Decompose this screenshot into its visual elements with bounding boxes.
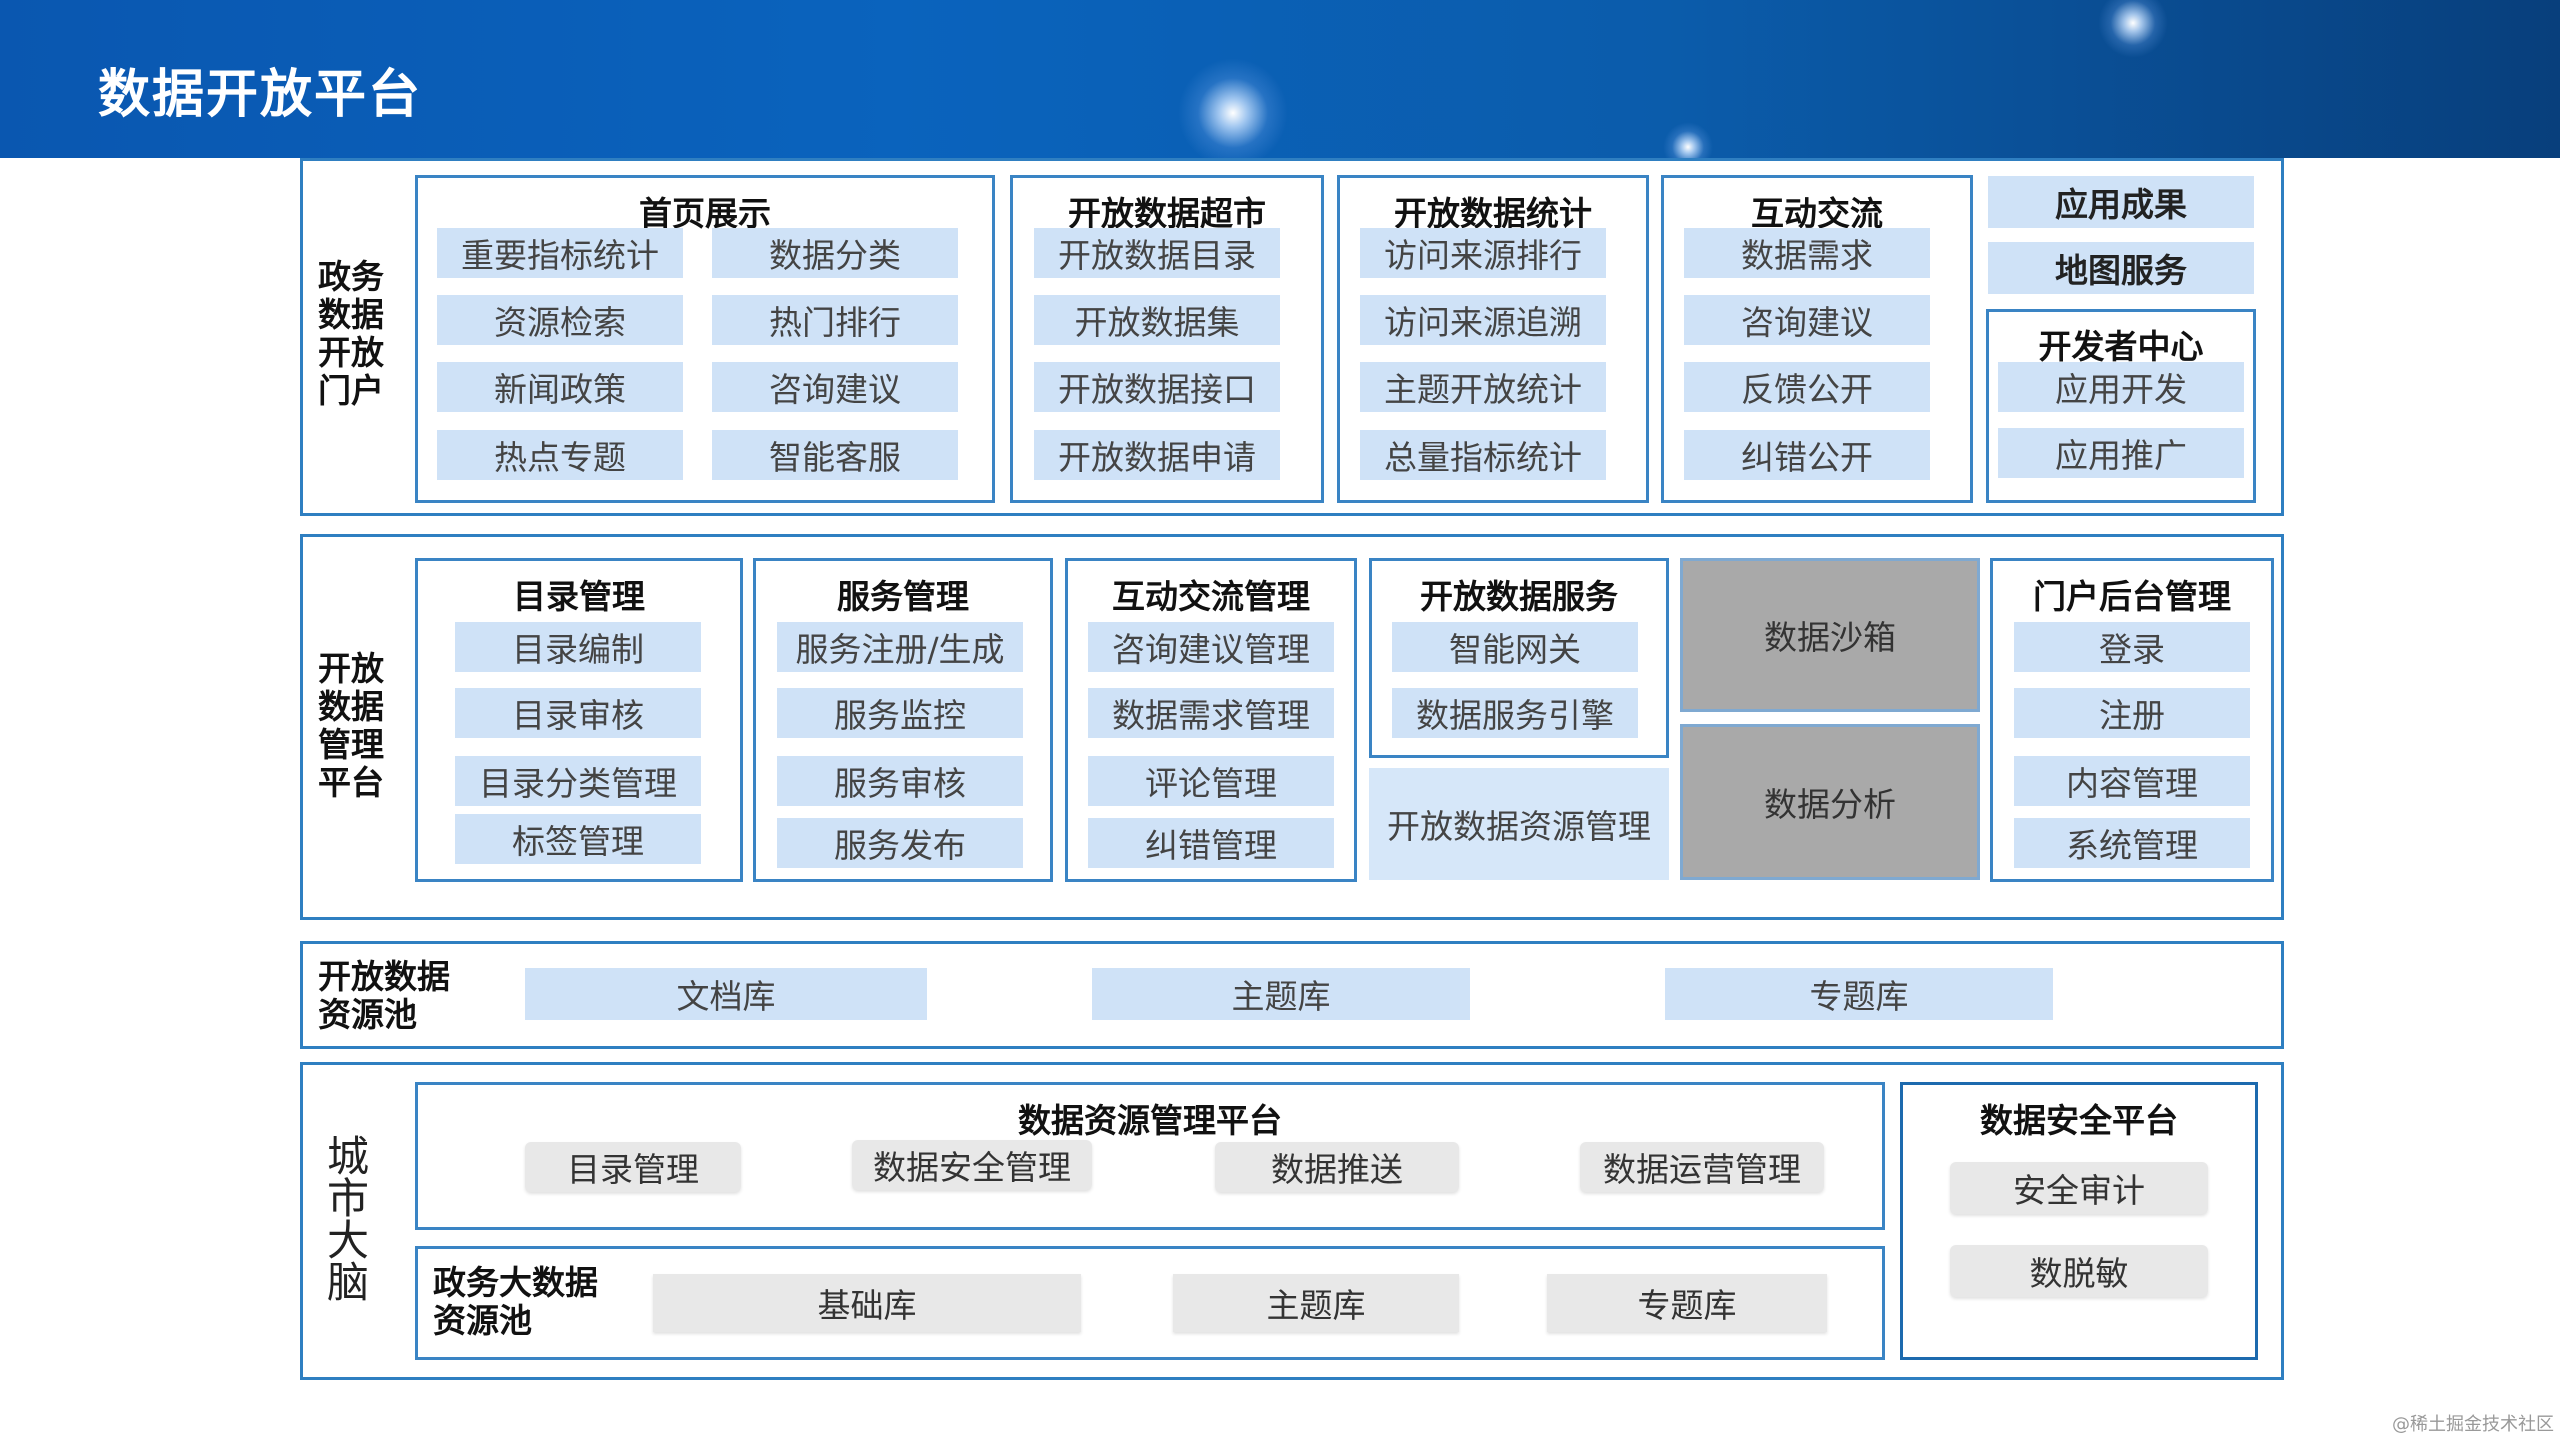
resource-platform-item[interactable]: 数据推送 xyxy=(1215,1142,1459,1192)
interact-item[interactable]: 纠错公开 xyxy=(1684,430,1930,480)
pool-label: 开放数据 资源池 xyxy=(318,957,450,1034)
gov-pool-item[interactable]: 基础库 xyxy=(653,1274,1081,1332)
city-brain-label: 城 市 大 脑 xyxy=(326,1132,369,1307)
backend-item[interactable]: 系统管理 xyxy=(2014,818,2250,868)
pool-item-special[interactable]: 专题库 xyxy=(1665,968,2053,1020)
pool-item-document[interactable]: 文档库 xyxy=(525,968,927,1020)
stats-item[interactable]: 总量指标统计 xyxy=(1360,430,1606,480)
developer-panel-title: 开发者中心 xyxy=(2038,327,2204,366)
interact-item[interactable]: 数据需求 xyxy=(1684,228,1930,278)
management-label: 开放 数据 管理 平台 xyxy=(318,649,384,802)
interact-mgmt-item[interactable]: 数据需求管理 xyxy=(1088,688,1334,738)
home-item[interactable]: 资源检索 xyxy=(437,295,683,345)
stats-item[interactable]: 访问来源追溯 xyxy=(1360,295,1606,345)
gov-pool-item[interactable]: 专题库 xyxy=(1547,1274,1827,1332)
home-item[interactable]: 热门排行 xyxy=(712,295,958,345)
home-item[interactable]: 咨询建议 xyxy=(712,362,958,412)
resource-platform-item[interactable]: 目录管理 xyxy=(525,1142,741,1192)
light-glow-decoration xyxy=(1178,58,1288,168)
market-item[interactable]: 开放数据申请 xyxy=(1034,430,1280,480)
open-service-item[interactable]: 智能网关 xyxy=(1392,622,1638,672)
catalog-item[interactable]: 目录分类管理 xyxy=(455,756,701,806)
data-analysis-block[interactable]: 数据分析 xyxy=(1680,724,1980,880)
interact-mgmt-panel-title: 互动交流管理 xyxy=(1112,577,1310,616)
home-item[interactable]: 新闻政策 xyxy=(437,362,683,412)
page-title: 数据开放平台 xyxy=(98,65,423,125)
backend-item[interactable]: 注册 xyxy=(2014,688,2250,738)
developer-item[interactable]: 应用开发 xyxy=(1998,362,2244,412)
open-service-panel-title: 开放数据服务 xyxy=(1420,577,1618,616)
pool-item-topic[interactable]: 主题库 xyxy=(1092,968,1470,1020)
open-service-item[interactable]: 数据服务引擎 xyxy=(1392,688,1638,738)
stats-item[interactable]: 访问来源排行 xyxy=(1360,228,1606,278)
interact-item[interactable]: 反馈公开 xyxy=(1684,362,1930,412)
catalog-item[interactable]: 标签管理 xyxy=(455,814,701,864)
service-panel-title: 服务管理 xyxy=(837,577,969,616)
home-item[interactable]: 重要指标统计 xyxy=(437,228,683,278)
security-platform-title: 数据安全平台 xyxy=(1980,1101,2178,1140)
home-item[interactable]: 数据分类 xyxy=(712,228,958,278)
developer-item[interactable]: 应用推广 xyxy=(1998,428,2244,478)
security-platform-panel xyxy=(1900,1082,2258,1360)
interact-item[interactable]: 咨询建议 xyxy=(1684,295,1930,345)
security-item[interactable]: 数脱敏 xyxy=(1950,1245,2208,1297)
home-item[interactable]: 智能客服 xyxy=(712,430,958,480)
portal-label: 政务 数据 开放 门户 xyxy=(318,257,384,410)
resource-platform-item[interactable]: 数据安全管理 xyxy=(852,1140,1092,1190)
watermark: @稀土掘金技术社区 xyxy=(2392,1414,2554,1435)
market-item[interactable]: 开放数据集 xyxy=(1034,295,1280,345)
backend-panel-title: 门户后台管理 xyxy=(2033,577,2231,616)
home-item[interactable]: 热点专题 xyxy=(437,430,683,480)
service-item[interactable]: 服务监控 xyxy=(777,688,1023,738)
market-panel-title: 开放数据超市 xyxy=(1068,194,1266,233)
service-item[interactable]: 服务审核 xyxy=(777,756,1023,806)
interact-mgmt-item[interactable]: 评论管理 xyxy=(1088,756,1334,806)
gov-pool-label: 政务大数据 资源池 xyxy=(433,1263,598,1340)
market-item[interactable]: 开放数据目录 xyxy=(1034,228,1280,278)
service-item[interactable]: 服务注册/生成 xyxy=(777,622,1023,672)
resource-platform-item[interactable]: 数据运营管理 xyxy=(1580,1142,1824,1192)
header-banner xyxy=(0,0,2560,172)
market-item[interactable]: 开放数据接口 xyxy=(1034,362,1280,412)
interact-mgmt-item[interactable]: 咨询建议管理 xyxy=(1088,622,1334,672)
interact-mgmt-item[interactable]: 纠错管理 xyxy=(1088,818,1334,868)
resource-platform-title: 数据资源管理平台 xyxy=(1018,1101,1282,1140)
catalog-item[interactable]: 目录编制 xyxy=(455,622,701,672)
security-item[interactable]: 安全审计 xyxy=(1950,1162,2208,1214)
catalog-item[interactable]: 目录审核 xyxy=(455,688,701,738)
catalog-panel-title: 目录管理 xyxy=(513,577,645,616)
backend-item[interactable]: 登录 xyxy=(2014,622,2250,672)
interact-panel-title: 互动交流 xyxy=(1751,194,1883,233)
results-button[interactable]: 应用成果 xyxy=(1988,176,2254,228)
light-glow-decoration xyxy=(2098,0,2168,58)
backend-item[interactable]: 内容管理 xyxy=(2014,756,2250,806)
data-sandbox-block[interactable]: 数据沙箱 xyxy=(1680,558,1980,712)
stats-panel-title: 开放数据统计 xyxy=(1394,194,1592,233)
resource-mgmt-button[interactable]: 开放数据资源管理 xyxy=(1369,768,1669,880)
home-panel-title: 首页展示 xyxy=(639,194,771,233)
service-item[interactable]: 服务发布 xyxy=(777,818,1023,868)
gov-pool-item[interactable]: 主题库 xyxy=(1173,1274,1459,1332)
stats-item[interactable]: 主题开放统计 xyxy=(1360,362,1606,412)
map-service-button[interactable]: 地图服务 xyxy=(1988,242,2254,294)
